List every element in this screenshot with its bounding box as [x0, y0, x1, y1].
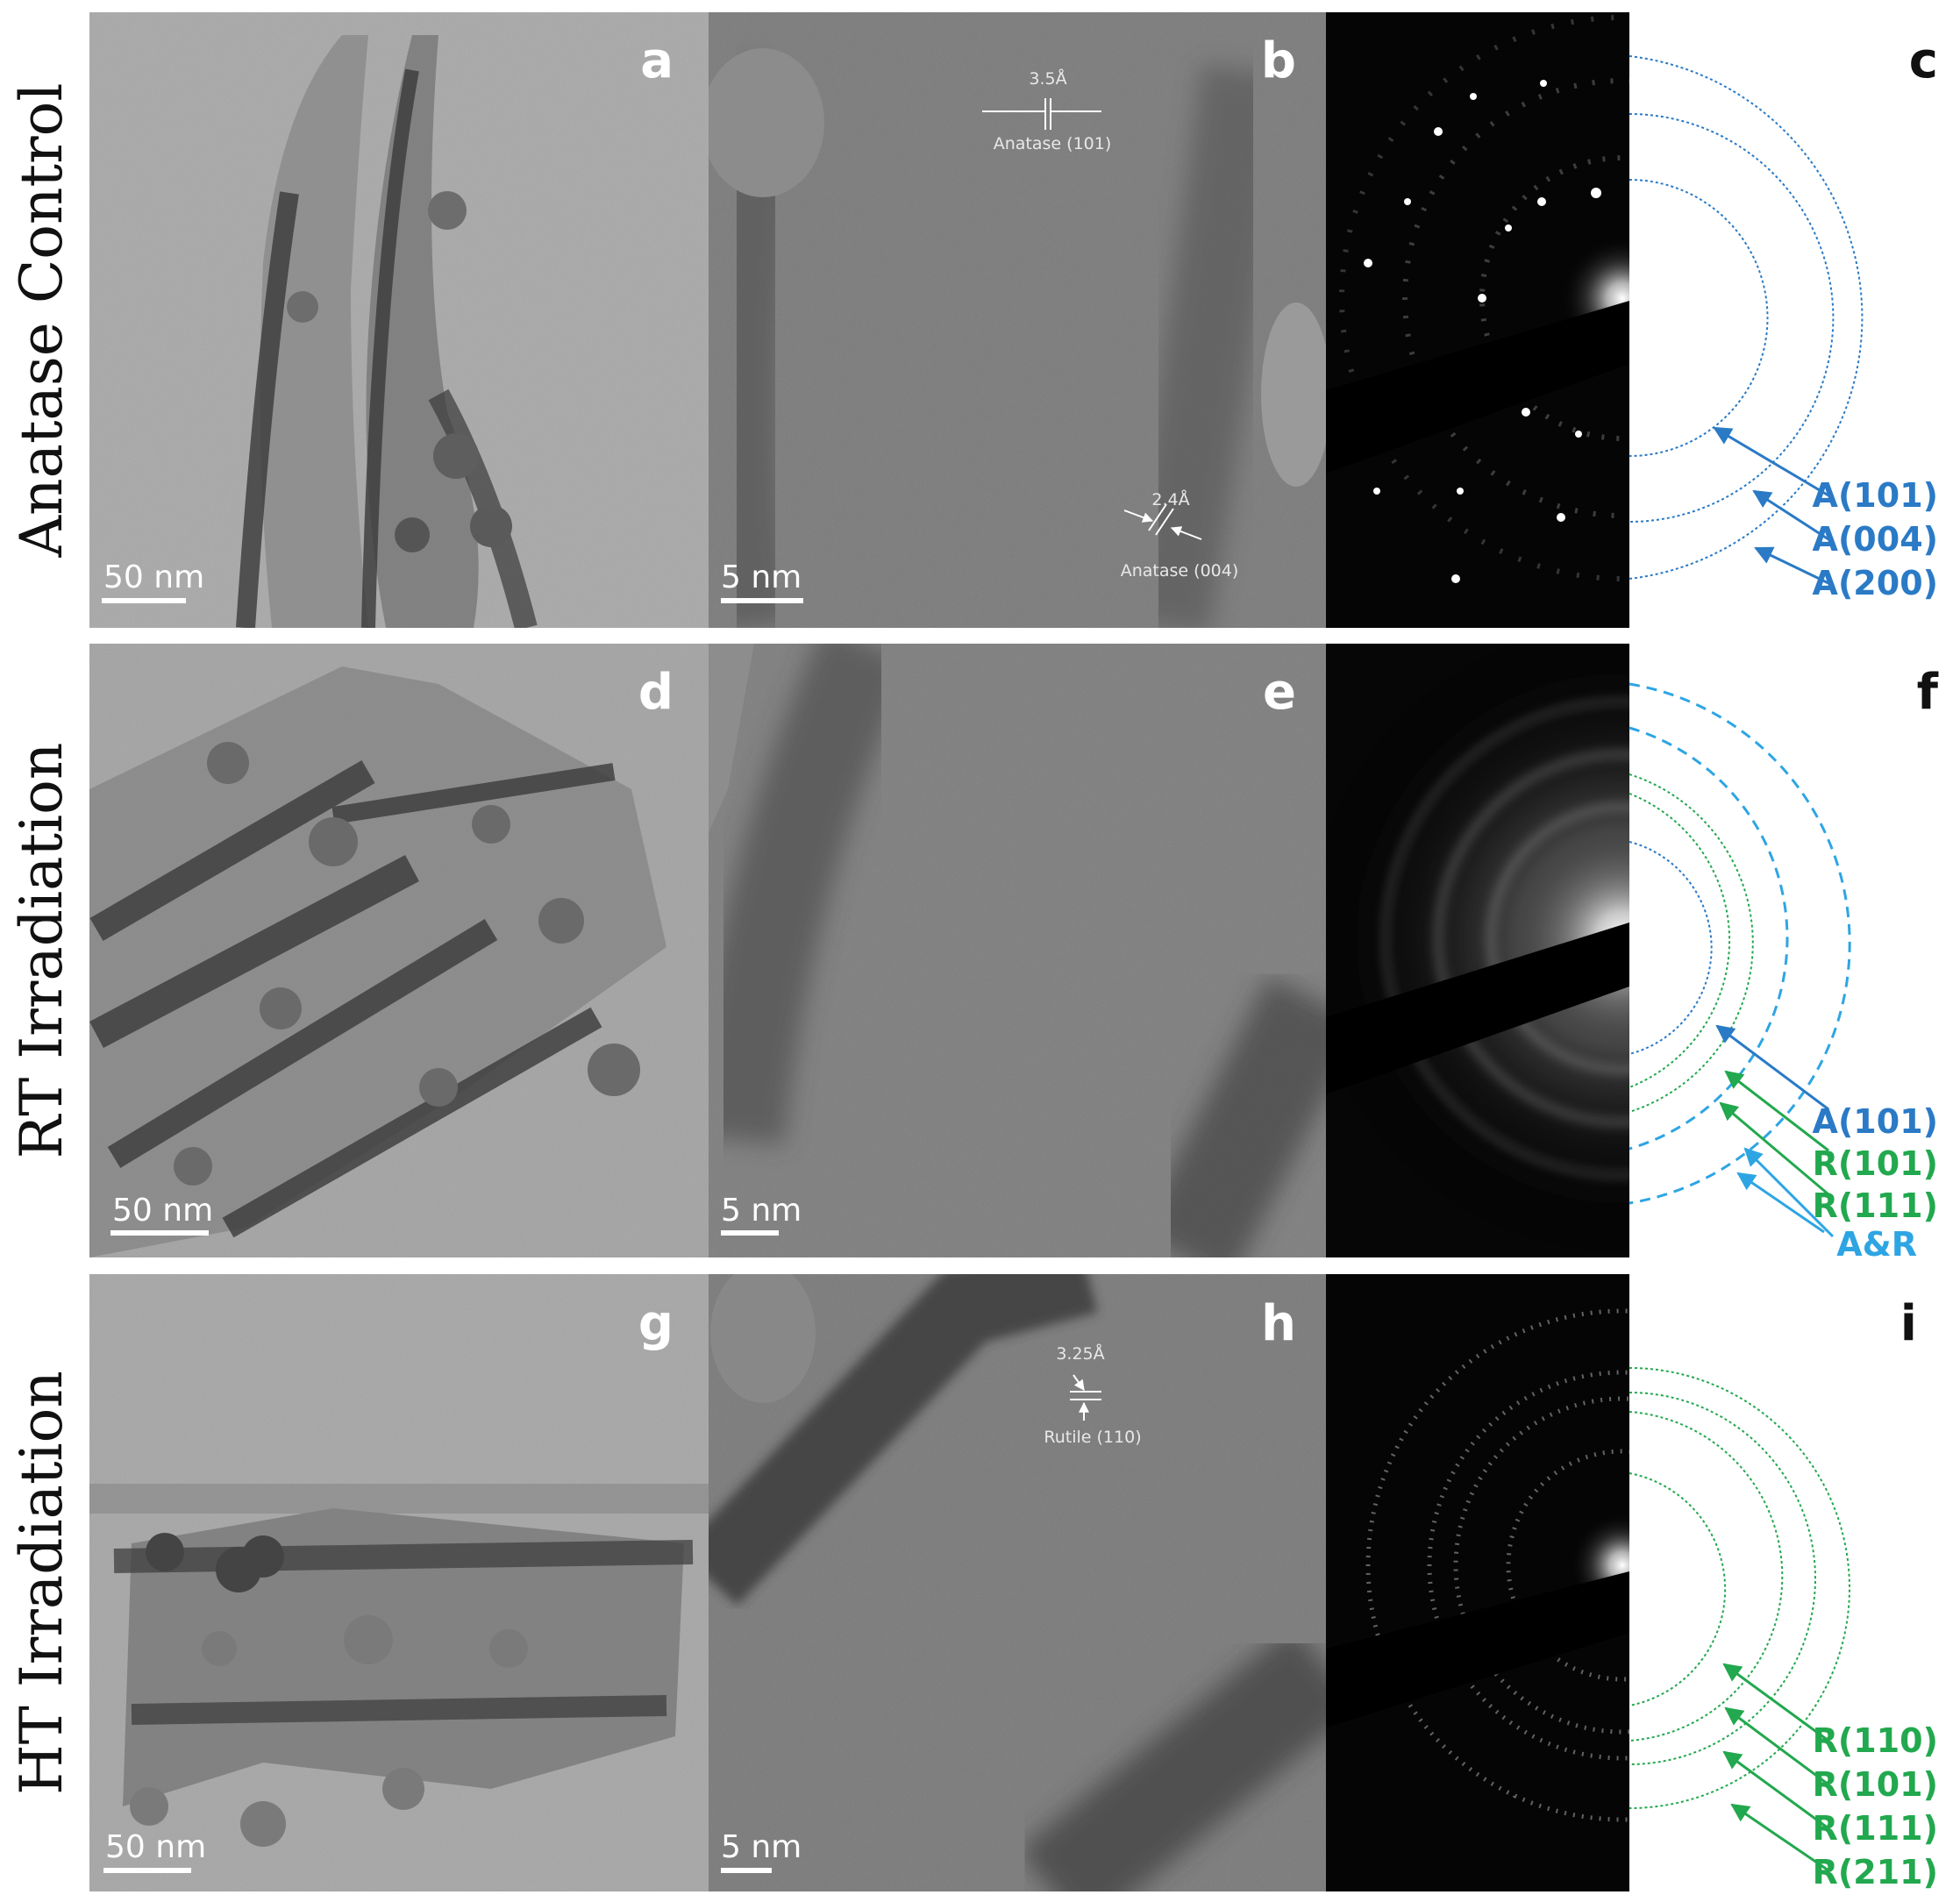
lattice-fringe-marker-anatase-101: 3.5Å Anatase (101): [982, 68, 1111, 153]
lattice-spacing-label-3: 3.25Å: [1056, 1343, 1104, 1364]
ring-label-i-3: R(111): [1813, 1809, 1938, 1848]
ring-label-f-3: R(111): [1813, 1186, 1938, 1225]
panel-label-b: b: [1261, 32, 1296, 89]
row-label-anatase-control: Anatase Control: [8, 83, 75, 559]
panel-label-i: i: [1900, 1295, 1917, 1352]
row-label-rt-irradiation: RT Irradiation: [8, 743, 75, 1159]
ring-label-c-3: A(200): [1813, 564, 1938, 602]
panel-d-tem-image: [89, 644, 709, 1257]
lattice-fringe-marker-rutile-110: 3.25Å Rutile (110): [1044, 1343, 1141, 1447]
panel-label-f: f: [1917, 664, 1939, 721]
panel-label-h: h: [1261, 1295, 1296, 1352]
saed-ring-overlay-c: [1629, 55, 1864, 585]
ring-label-c-1: A(101): [1813, 476, 1938, 515]
ring-label-i-2: R(101): [1813, 1765, 1938, 1804]
panel-g-tem-image: [89, 1274, 709, 1891]
scalebar-panel-g: 50 nm: [103, 1829, 206, 1873]
lattice-spacing-label-1: 3.5Å: [1029, 68, 1066, 89]
ring-label-i-1: R(110): [1813, 1721, 1938, 1760]
lattice-plane-label-2: Anatase (004): [1121, 561, 1239, 581]
panel-c-saed-pattern: [1326, 12, 1629, 628]
scalebar-panel-a: 50 nm: [102, 559, 204, 603]
lattice-spacing-label-2: 2.4Å: [1151, 489, 1189, 509]
ring-label-f-2: R(101): [1813, 1144, 1938, 1183]
scalebar-label-b: 5 nm: [721, 559, 802, 595]
ring-label-f-4: A&R: [1836, 1225, 1917, 1264]
lattice-plane-label-1: Anatase (101): [994, 134, 1112, 153]
saed-ring-overlay-i: [1629, 1367, 1850, 1872]
scalebar-panel-e: 5 nm: [721, 1193, 802, 1236]
ring-label-c-2: A(004): [1813, 520, 1938, 559]
panel-f-saed-pattern: [1326, 644, 1629, 1257]
panel-label-a: a: [640, 32, 674, 89]
lattice-plane-label-3: Rutile (110): [1044, 1428, 1141, 1447]
scalebar-panel-h: 5 nm: [721, 1829, 802, 1873]
panel-label-g: g: [638, 1295, 674, 1352]
row-label-ht-irradiation: HT Irradiation: [8, 1371, 75, 1795]
panel-label-e: e: [1263, 664, 1296, 721]
scalebar-label-g: 50 nm: [105, 1829, 206, 1865]
scalebar-panel-d: 50 nm: [110, 1193, 213, 1236]
scalebar-label-a: 50 nm: [103, 559, 204, 595]
panel-e-hrtem-image: [709, 644, 1326, 1257]
panel-b-hrtem-image: [709, 12, 1326, 628]
scalebar-label-d: 50 nm: [112, 1193, 213, 1229]
panel-a-tem-image: [89, 12, 709, 628]
saed-ring-overlay-f: [1629, 682, 1851, 1238]
panel-h-hrtem-image: [709, 1274, 1326, 1891]
scalebar-panel-b: 5 nm: [721, 559, 803, 603]
panel-label-d: d: [638, 664, 674, 721]
scalebar-label-h: 5 nm: [721, 1829, 802, 1865]
panel-label-c: c: [1909, 32, 1938, 89]
panel-i-saed-pattern: [1326, 1274, 1629, 1891]
ring-label-i-4: R(211): [1813, 1853, 1938, 1891]
scalebar-label-e: 5 nm: [721, 1193, 802, 1229]
lattice-fringe-marker-anatase-004: 2.4Å Anatase (004): [1121, 489, 1239, 581]
ring-label-f-1: A(101): [1813, 1102, 1938, 1141]
